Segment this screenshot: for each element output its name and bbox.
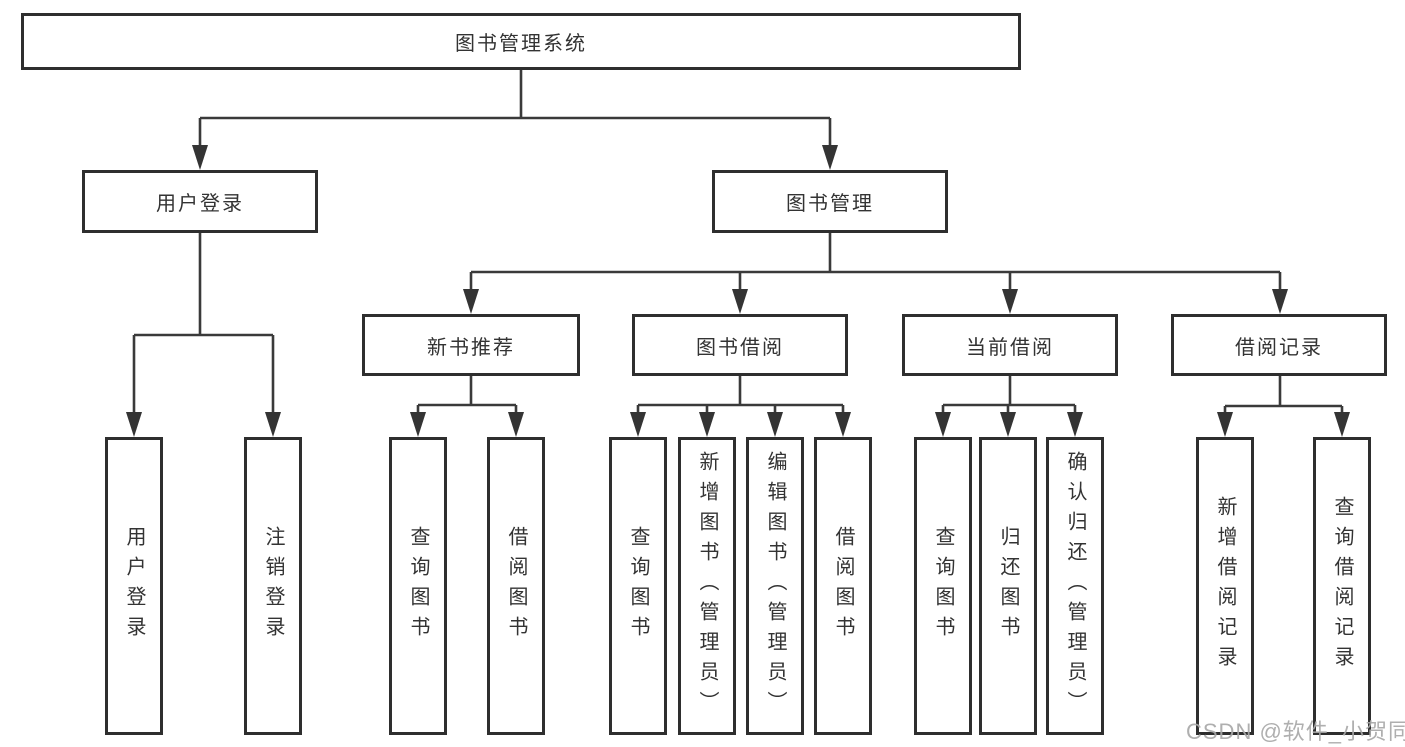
node-label: 确认归还（管理员）	[1064, 451, 1086, 721]
node-label: 借阅图书	[832, 526, 854, 646]
connector-root-to-level2	[198, 70, 832, 150]
leaf-query-books-borrow: 查询图书	[609, 437, 667, 735]
node-label: 查询借阅记录	[1331, 496, 1353, 676]
node-label: 新书推荐	[427, 336, 515, 359]
leaf-user-login: 用户登录	[105, 437, 163, 735]
leaf-borrow-books: 借阅图书	[814, 437, 872, 735]
leaf-borrow-books-recommend: 借阅图书	[487, 437, 545, 735]
node-label: 编辑图书（管理员）	[764, 451, 786, 721]
node-current-borrowing: 当前借阅	[902, 314, 1118, 376]
connector-new-book-children	[416, 376, 518, 418]
node-new-book-recommendation: 新书推荐	[362, 314, 580, 376]
leaf-add-borrow-record: 新增借阅记录	[1196, 437, 1254, 735]
connector-current-borrow-children	[941, 376, 1077, 418]
node-book-borrowing: 图书借阅	[632, 314, 848, 376]
node-label: 图书借阅	[696, 336, 784, 359]
node-label: 注销登录	[262, 526, 284, 646]
node-label: 用户登录	[123, 526, 145, 646]
leaf-add-books-admin: 新增图书（管理员）	[678, 437, 736, 735]
node-label: 新增借阅记录	[1214, 496, 1236, 676]
node-label: 借阅记录	[1235, 336, 1323, 359]
connector-book-borrow-children	[636, 376, 845, 418]
node-label: 查询图书	[407, 526, 429, 646]
node-label: 借阅图书	[505, 526, 527, 646]
node-label: 查询图书	[932, 526, 954, 646]
leaf-query-borrow-record: 查询借阅记录	[1313, 437, 1371, 735]
leaf-query-books-recommend: 查询图书	[389, 437, 447, 735]
csdn-watermark: CSDN @软件_小贺同学	[1186, 719, 1405, 744]
connector-borrow-record-children	[1223, 376, 1344, 418]
connector-user-login-children	[132, 233, 275, 418]
leaf-edit-books-admin: 编辑图书（管理员）	[746, 437, 804, 735]
node-root-library-system: 图书管理系统	[21, 13, 1021, 70]
node-label: 查询图书	[627, 526, 649, 646]
node-book-management: 图书管理	[712, 170, 948, 233]
leaf-return-books: 归还图书	[979, 437, 1037, 735]
node-label: 图书管理系统	[455, 33, 587, 55]
connector-book-mgmt-children	[469, 233, 1282, 294]
node-label: 当前借阅	[966, 336, 1054, 359]
node-label: 用户登录	[156, 193, 244, 215]
node-label: 图书管理	[786, 193, 874, 215]
node-label: 归还图书	[997, 526, 1019, 646]
node-user-login: 用户登录	[82, 170, 318, 233]
leaf-logout: 注销登录	[244, 437, 302, 735]
leaf-query-books-current: 查询图书	[914, 437, 972, 735]
leaf-confirm-return-admin: 确认归还（管理员）	[1046, 437, 1104, 735]
node-borrowing-records: 借阅记录	[1171, 314, 1387, 376]
node-label: 新增图书（管理员）	[696, 451, 718, 721]
